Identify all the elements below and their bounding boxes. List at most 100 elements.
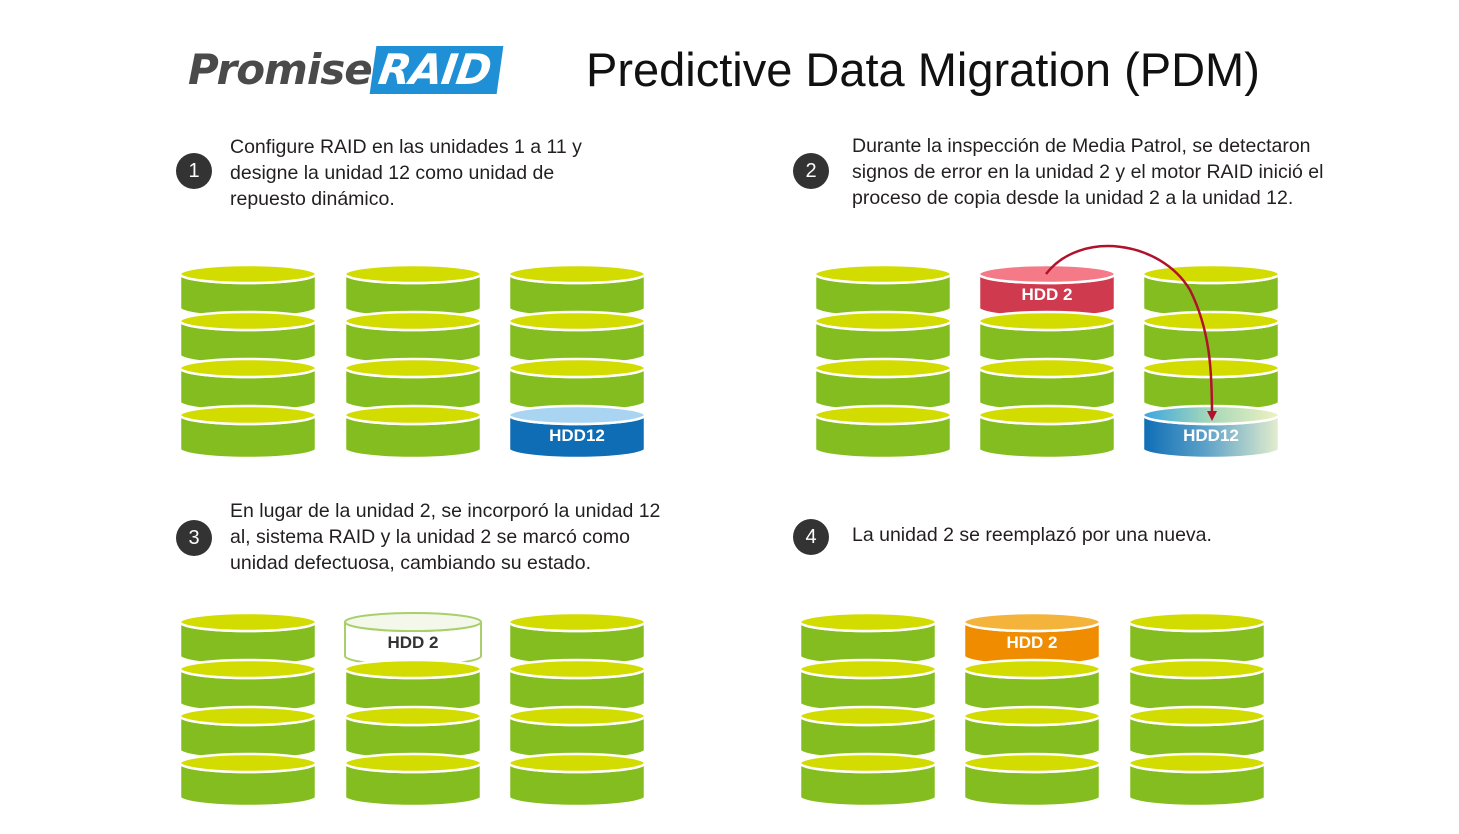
step3-stack-2-disk-3: [343, 705, 483, 761]
step2-stack-3: HDD12: [1141, 263, 1281, 460]
step3-stack-2-disk-3-top: [343, 705, 483, 727]
step3-stack-3-disk-3-top: [507, 705, 647, 727]
step-4-text: La unidad 2 se reemplazó por una nueva.: [852, 524, 1212, 546]
step2-stack-2-disk-3-top: [977, 357, 1117, 379]
step2-stack-3-disk-2-top: [1141, 310, 1281, 332]
step2-stack-1-disk-1-top: [813, 263, 953, 285]
step1-stack-1-disk-3: [178, 357, 318, 413]
step1-stack-1-disk-4: [178, 404, 318, 460]
step1-stack-2-disk-1-top: [343, 263, 483, 285]
step4-stack-1-disk-2-top: [798, 658, 938, 680]
step1-stack-3-disk-1-top: [507, 263, 647, 285]
step3-stack-2-disk-2: [343, 658, 483, 714]
step1-stack-2-disk-3-top: [343, 357, 483, 379]
step3-stack-2-disk-1-label: HDD 2: [387, 633, 438, 652]
step4-stack-2-disk-3: [962, 705, 1102, 761]
step2-stack-2-disk-1: HDD 2: [977, 263, 1117, 319]
step2-stack-1-disk-3: [813, 357, 953, 413]
step1-stack-3-disk-3-top: [507, 357, 647, 379]
step4-stack-3-disk-3-top: [1127, 705, 1267, 727]
step1-stack-1-disk-1: [178, 263, 318, 319]
step4-stack-1-disk-4: [798, 752, 938, 808]
step1-stack-1-disk-2-top: [178, 310, 318, 332]
step2-stack-2-disk-2-top: [977, 310, 1117, 332]
step3-stack-1-disk-4-top: [178, 752, 318, 774]
step3-stack-2-disk-2-top: [343, 658, 483, 680]
step-1-text: Configure RAID en las unidades 1 a 11 y …: [230, 136, 582, 210]
step-2-text: Durante la inspección de Media Patrol, s…: [852, 135, 1324, 209]
step-4-number: 4: [793, 519, 829, 555]
step3-stack-3-disk-2-top: [507, 658, 647, 680]
step1-stack-1: [178, 263, 318, 460]
step4-stack-3-disk-2-top: [1127, 658, 1267, 680]
step3-stack-3-disk-1-top: [507, 611, 647, 633]
step4-stack-2-disk-1-label: HDD 2: [1006, 633, 1057, 652]
step-2-number: 2: [793, 153, 829, 189]
step-3-number: 3: [176, 520, 212, 556]
step2-stack-2: HDD 2: [977, 263, 1117, 460]
step4-stack-2-disk-2-top: [962, 658, 1102, 680]
step3-stack-1-disk-3-top: [178, 705, 318, 727]
step4-stack-3-disk-4: [1127, 752, 1267, 808]
step2-stack-1-disk-3-top: [813, 357, 953, 379]
step4-stack-1-disk-3: [798, 705, 938, 761]
step4-stack-2-disk-2: [962, 658, 1102, 714]
step3-stack-3-disk-4: [507, 752, 647, 808]
step1-stack-3-disk-4-label: HDD12: [549, 426, 605, 445]
step1-stack-3-disk-4-top: [507, 404, 647, 426]
step2-stack-2-disk-1-label: HDD 2: [1021, 285, 1072, 304]
step2-stack-1-disk-1: [813, 263, 953, 319]
step1-stack-3: HDD12: [507, 263, 647, 460]
step1-stack-3-disk-2-top: [507, 310, 647, 332]
step3-stack-1: [178, 611, 318, 808]
step1-stack-2-disk-1: [343, 263, 483, 319]
step1-stack-2-disk-4: [343, 404, 483, 460]
step4-stack-1-disk-3-top: [798, 705, 938, 727]
step1-stack-3-disk-4: HDD12: [507, 404, 647, 460]
step4-stack-1-disk-1-top: [798, 611, 938, 633]
step4-stack-2-disk-1: HDD 2: [962, 611, 1102, 667]
step2-stack-1-disk-4: [813, 404, 953, 460]
step-1-number: 1: [176, 153, 212, 189]
step2-stack-3-disk-1-top: [1141, 263, 1281, 285]
step3-stack-2: HDD 2: [343, 612, 483, 808]
step1-stack-2-disk-4-top: [343, 404, 483, 426]
step2-stack-1-disk-2: [813, 310, 953, 366]
step4-stack-3-disk-3: [1127, 705, 1267, 761]
step1-stack-2-disk-2: [343, 310, 483, 366]
step3-stack-1-disk-2: [178, 658, 318, 714]
step1-stack-2-disk-2-top: [343, 310, 483, 332]
step3-stack-3: [507, 611, 647, 808]
step4-stack-3-disk-1: [1127, 611, 1267, 667]
step3-stack-2-disk-1: HDD 2: [344, 612, 482, 666]
step4-stack-1-disk-2: [798, 658, 938, 714]
step4-stack-3: [1127, 611, 1267, 808]
step3-stack-1-disk-4: [178, 752, 318, 808]
step3-stack-3-disk-3: [507, 705, 647, 761]
step2-stack-2-disk-3: [977, 357, 1117, 413]
step3-stack-3-disk-2: [507, 658, 647, 714]
step1-stack-1-disk-4-top: [178, 404, 318, 426]
step4-stack-2-disk-4-top: [962, 752, 1102, 774]
step3-stack-2-disk-1-top: [344, 612, 482, 632]
step4-stack-3-disk-1-top: [1127, 611, 1267, 633]
step2-stack-2-disk-4-top: [977, 404, 1117, 426]
page-title: Predictive Data Migration (PDM): [586, 43, 1260, 96]
step3-stack-1-disk-3: [178, 705, 318, 761]
step1-stack-1-disk-2: [178, 310, 318, 366]
promise-raid-logo: Promise RAID: [188, 44, 504, 96]
step3-stack-2-disk-4-top: [343, 752, 483, 774]
step3-stack-3-disk-4-top: [507, 752, 647, 774]
step2-stack-1: [813, 263, 953, 460]
step1-stack-2-disk-3: [343, 357, 483, 413]
step1-stack-3-disk-2: [507, 310, 647, 366]
step4-stack-2-disk-1-top: [962, 611, 1102, 633]
step3-stack-1-disk-2-top: [178, 658, 318, 680]
step1-stack-3-disk-3: [507, 357, 647, 413]
step4-stack-2: HDD 2: [962, 611, 1102, 808]
step2-stack-1-disk-2-top: [813, 310, 953, 332]
step3-stack-3-disk-1: [507, 611, 647, 667]
step3-stack-1-disk-1-top: [178, 611, 318, 633]
step-3-text: En lugar de la unidad 2, se incorporó la…: [230, 500, 661, 574]
